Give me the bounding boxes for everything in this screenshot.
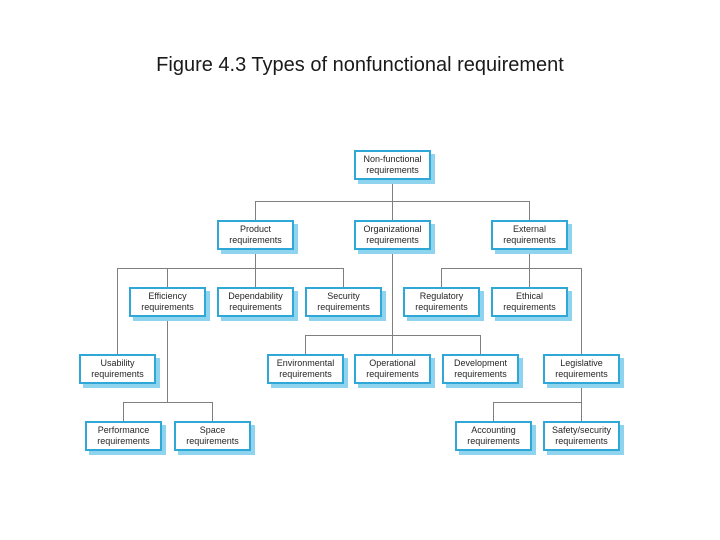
connector-line bbox=[305, 335, 306, 354]
connector-line bbox=[255, 268, 256, 287]
connector-line bbox=[167, 268, 168, 287]
connector-line bbox=[529, 201, 530, 220]
node-legislative-requirements: Legislative requirements bbox=[543, 354, 620, 384]
node-label: Performance bbox=[97, 425, 150, 435]
connector-line bbox=[123, 402, 124, 421]
figure-title: Figure 4.3 Types of nonfunctional requir… bbox=[156, 54, 564, 76]
node-label: requirements bbox=[467, 436, 520, 446]
connector-line bbox=[255, 250, 256, 268]
node-label: Space bbox=[199, 425, 226, 435]
connector-line bbox=[581, 384, 582, 402]
node-external-requirements: External requirements bbox=[491, 220, 568, 250]
connector-line bbox=[480, 335, 481, 354]
node-label: Dependability bbox=[228, 291, 283, 301]
node-label: requirements bbox=[279, 369, 332, 379]
node-security-requirements: Security requirements bbox=[305, 287, 382, 317]
connector-line bbox=[123, 402, 212, 403]
node-organizational-requirements: Organizational requirements bbox=[354, 220, 431, 250]
node-label: requirements bbox=[317, 302, 370, 312]
node-ethical-requirements: Ethical requirements bbox=[491, 287, 568, 317]
connector-line bbox=[117, 268, 343, 269]
connector-line bbox=[392, 250, 393, 335]
node-label: Non-functional bbox=[363, 154, 422, 164]
node-label: Operational bbox=[369, 358, 416, 368]
node-label: External bbox=[512, 224, 547, 234]
connector-line bbox=[167, 317, 168, 402]
node-development-requirements: Development requirements bbox=[442, 354, 519, 384]
node-label: requirements bbox=[415, 302, 468, 312]
node-label: Regulatory bbox=[419, 291, 464, 301]
node-product-requirements: Product requirements bbox=[217, 220, 294, 250]
connector-line bbox=[392, 335, 393, 354]
node-label: Safety/security bbox=[551, 425, 612, 435]
node-label: requirements bbox=[555, 369, 608, 379]
connector-line bbox=[343, 268, 344, 287]
connector-line bbox=[255, 201, 256, 220]
connector-line bbox=[392, 180, 393, 201]
node-label: requirements bbox=[366, 235, 419, 245]
node-label: requirements bbox=[229, 302, 282, 312]
connector-line bbox=[117, 268, 118, 354]
connector-line bbox=[493, 402, 581, 403]
node-label: Development bbox=[453, 358, 508, 368]
node-performance-requirements: Performance requirements bbox=[85, 421, 162, 451]
node-efficiency-requirements: Efficiency requirements bbox=[129, 287, 206, 317]
connector-line bbox=[581, 402, 582, 421]
node-label: requirements bbox=[186, 436, 239, 446]
node-label: requirements bbox=[141, 302, 194, 312]
node-label: requirements bbox=[91, 369, 144, 379]
node-label: Efficiency bbox=[148, 291, 187, 301]
connector-line bbox=[493, 402, 494, 421]
node-label: requirements bbox=[366, 165, 419, 175]
connector-line bbox=[581, 268, 582, 354]
node-environmental-requirements: Environmental requirements bbox=[267, 354, 344, 384]
node-label: Usability bbox=[100, 358, 135, 368]
node-label: requirements bbox=[503, 235, 556, 245]
node-label: requirements bbox=[97, 436, 150, 446]
node-label: requirements bbox=[454, 369, 507, 379]
node-label: Accounting bbox=[471, 425, 516, 435]
node-label: requirements bbox=[555, 436, 608, 446]
connector-line bbox=[212, 402, 213, 421]
node-label: requirements bbox=[229, 235, 282, 245]
node-label: Ethical bbox=[515, 291, 543, 301]
node-label: Product bbox=[239, 224, 272, 234]
node-regulatory-requirements: Regulatory requirements bbox=[403, 287, 480, 317]
connector-line bbox=[441, 268, 581, 269]
node-safety-security-requirements: Safety/security requirements bbox=[543, 421, 620, 451]
node-operational-requirements: Operational requirements bbox=[354, 354, 431, 384]
node-accounting-requirements: Accounting requirements bbox=[455, 421, 532, 451]
connector-line bbox=[441, 268, 442, 287]
node-label: Environmental bbox=[276, 358, 335, 368]
node-nonfunctional-requirements: Non-functional requirements bbox=[354, 150, 431, 180]
node-label: requirements bbox=[503, 302, 556, 312]
node-usability-requirements: Usability requirements bbox=[79, 354, 156, 384]
node-label: Security bbox=[327, 291, 360, 301]
node-dependability-requirements: Dependability requirements bbox=[217, 287, 294, 317]
node-label: Organizational bbox=[363, 224, 422, 234]
node-space-requirements: Space requirements bbox=[174, 421, 251, 451]
connector-line bbox=[392, 201, 393, 220]
node-label: requirements bbox=[366, 369, 419, 379]
node-label: Legislative bbox=[560, 358, 603, 368]
